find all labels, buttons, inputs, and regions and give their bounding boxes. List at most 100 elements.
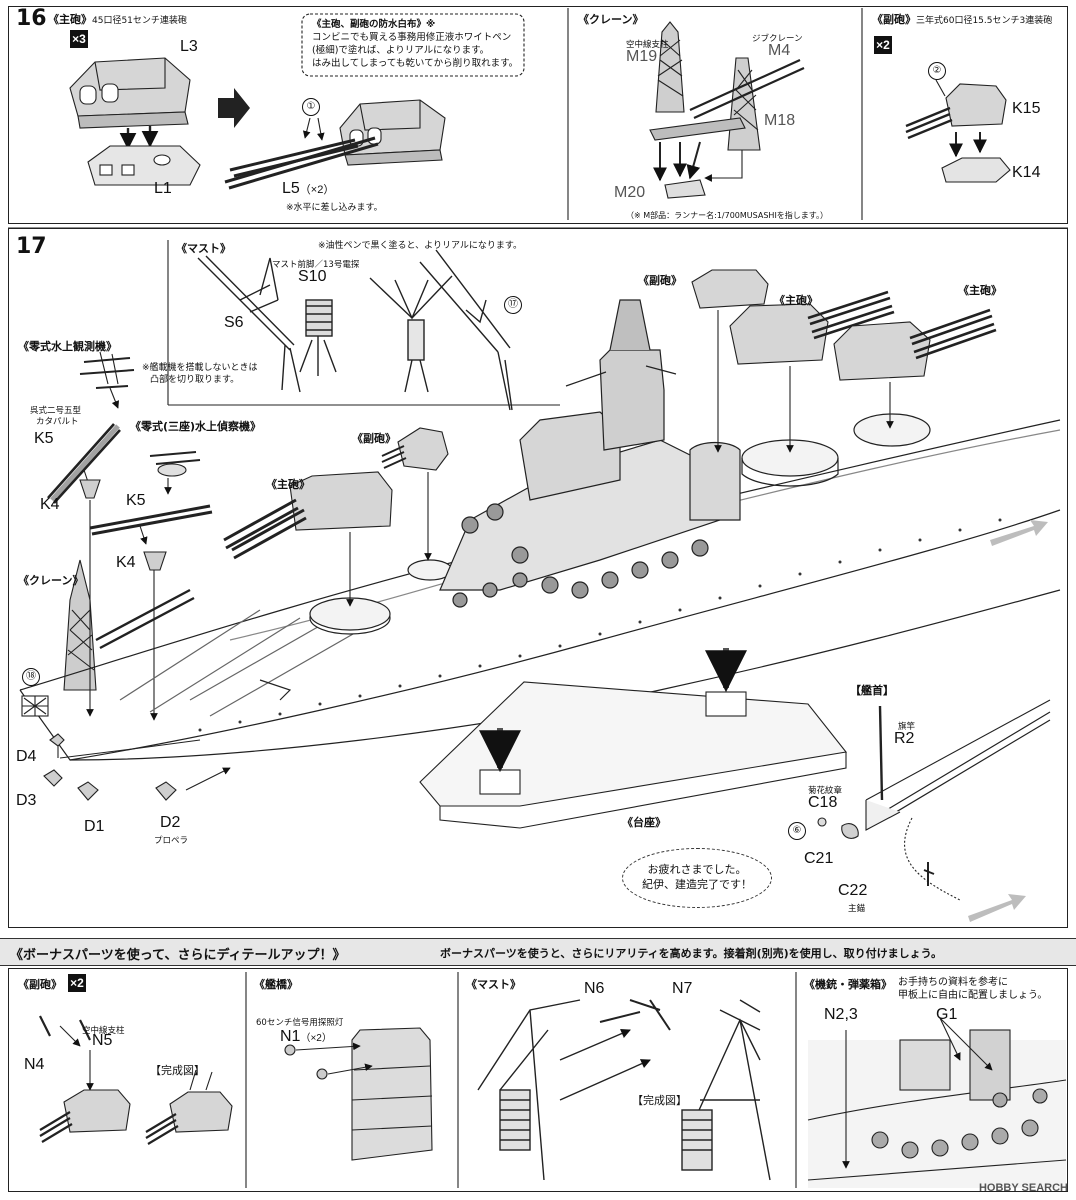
catapult-label: 呉式二号五型カタパルト — [30, 406, 82, 427]
part-l1-label: L1 — [154, 180, 172, 197]
bonus-mg-header: 《機銃・弾薬箱》 — [804, 978, 892, 991]
part-m20-label: M20 — [614, 184, 646, 201]
floatplane-header: 《零式水上観測機》 — [18, 340, 117, 353]
base-label: 《台座》 — [622, 816, 666, 829]
bonus-complete-a: 【完成図】 — [150, 1064, 205, 1077]
part-d4-label: D4 — [16, 748, 37, 765]
callout-6: ⑥ — [788, 822, 806, 840]
propellers-drawing — [43, 733, 177, 801]
secondary-aft-drawing — [381, 427, 449, 471]
part-n7-label: N7 — [672, 980, 693, 997]
mast-foreleg-label: マスト前脚／13号電探 — [272, 260, 360, 270]
crane-drawing — [649, 21, 805, 199]
tip-text: 《主砲、副砲の防水白布》※ コンビニでも買える事務用修正液ホワイトペン (極細)… — [312, 19, 519, 69]
part-s10-label: S10 — [298, 268, 327, 285]
step16-secondary-header: 《副砲》三年式60口径15.5センチ3連装砲 — [872, 13, 1053, 26]
bow-header: 【艦首】 — [850, 684, 894, 697]
part-k15-label: K15 — [1012, 100, 1041, 117]
propeller-label: プロペラ — [154, 836, 189, 846]
part-d3-label: D3 — [16, 792, 37, 809]
secondary-fwd-drawing — [691, 269, 769, 309]
mast-note: ※油性ペンで黒く塗ると、よりリアルになります。 — [318, 241, 523, 251]
bonus-mast-drawing — [477, 999, 771, 1181]
turret-aft-drawing — [223, 471, 393, 560]
recon-plane-drawing — [149, 451, 201, 495]
note-horizontal: ※水平に差し込みます。 — [286, 203, 383, 213]
part-n5-label: N5 — [92, 1032, 113, 1049]
secondary-a-header: 《副砲》 — [352, 432, 396, 445]
label-jib-crane: ジブクレーン — [752, 34, 803, 44]
masts-drawing — [197, 249, 513, 411]
recon-header: 《零式(三座)水上偵察機》 — [130, 420, 262, 433]
bonus-banner-desc: ボーナスパーツを使うと、さらにリアリティを高めます。接着剤(別売)を使用し、取り… — [440, 947, 942, 960]
step17-number: 17 — [16, 234, 47, 259]
bonus-bridge-drawing — [284, 1027, 433, 1161]
crane-header-17: 《クレーン》 — [18, 574, 84, 587]
flagpole-label: 旗竿 — [898, 722, 916, 732]
multiplier-secondary-badge: ×2 — [874, 36, 892, 54]
part-k5-a-label: K5 — [34, 430, 54, 447]
callout-1: ① — [302, 98, 320, 116]
anchor-label: 主錨 — [848, 904, 866, 914]
main-a-header: 《主砲》 — [266, 478, 310, 491]
bonus-frame — [8, 968, 1068, 1192]
bonus-banner-title: 《ボーナスパーツを使って、さらにディテールアップ！》 — [10, 948, 346, 963]
step16-number: 16 — [16, 6, 47, 31]
step16-frame — [8, 6, 1068, 224]
part-k4-a-label: K4 — [40, 496, 60, 513]
label-air-pole: 空中線支柱 — [626, 40, 669, 50]
multiplier-main-badge: ×3 — [70, 30, 88, 48]
part-c18-label: C18 — [808, 794, 838, 811]
callout-17: ⑰ — [504, 296, 522, 314]
part-n6-label: N6 — [584, 980, 605, 997]
step16-main-gun-header: 《主砲》45口径51センチ連装砲 — [48, 13, 187, 26]
bonus-mg-drawing — [807, 1017, 1067, 1188]
part-k14-label: K14 — [1012, 164, 1041, 181]
secondary-turret-drawing — [905, 79, 1011, 183]
step17-frame — [8, 228, 1068, 928]
part-c21-label: C21 — [804, 850, 834, 867]
main-c-header: 《主砲》 — [958, 284, 1002, 297]
part-l5-label: L5（×2） — [282, 180, 335, 197]
part-r2-label: R2 — [894, 730, 915, 747]
turret-l3-drawing — [69, 57, 191, 129]
bonus-air-pole-label: 空中線支柱 — [82, 1026, 125, 1036]
part-s6-label: S6 — [224, 314, 244, 331]
bonus-multiplier-badge: ×2 — [68, 974, 86, 992]
part-c22-label: C22 — [838, 882, 868, 899]
display-stand-drawing — [419, 681, 848, 829]
bonus-secondary-drawing — [39, 1015, 233, 1145]
part-k5-b-label: K5 — [126, 492, 146, 509]
floatplane-drawing — [79, 351, 135, 409]
part-n1-label: N1（×2） — [280, 1028, 332, 1045]
bonus-mast-header: 《マスト》 — [466, 978, 521, 991]
part-l3-label: L3 — [180, 38, 198, 55]
bow-detail-drawing — [817, 699, 1051, 901]
part-m4-label: M4 — [768, 42, 791, 59]
part-m18-label: M18 — [764, 112, 796, 129]
bonus-banner: 《ボーナスパーツを使って、さらにディテールアップ！》 ボーナスパーツを使うと、さ… — [0, 938, 1076, 966]
part-k4-b-label: K4 — [116, 554, 136, 571]
part-n23-label: N2,3 — [824, 1006, 858, 1023]
watermark: HOBBY SEARCH — [978, 1182, 1068, 1194]
callout-18: ⑱ — [22, 668, 40, 686]
turret-fwd-a-drawing — [729, 290, 895, 365]
bonus-bridge-header: 《艦橋》 — [254, 978, 298, 991]
chrysanthemum-label: 菊花紋章 — [808, 786, 843, 796]
bonus-complete-b: 【完成図】 — [632, 1094, 687, 1107]
part-d1-label: D1 — [84, 818, 105, 835]
turret-with-barrels-drawing — [224, 99, 446, 190]
callout-2: ② — [928, 62, 946, 80]
note-m-parts: （※ M部品：ランナー名:1/700MUSASHIを指します。） — [626, 211, 829, 220]
turret-fwd-b-drawing — [833, 308, 997, 381]
secondary-b-header: 《副砲》 — [638, 274, 682, 287]
main-b-header: 《主砲》 — [774, 294, 818, 307]
part-d2-label: D2 — [160, 814, 181, 831]
floatplane-note: ※艦載機を搭載しないときは凸部を切り取ります。 — [142, 363, 258, 385]
searchlight-label: 60センチ信号用探照灯 — [256, 1018, 344, 1028]
mast-header: 《マスト》 — [176, 242, 231, 255]
turret-base-l1-drawing — [87, 145, 201, 186]
part-g1-label: G1 — [936, 1006, 958, 1023]
part-m19-label: M19 — [626, 48, 658, 65]
